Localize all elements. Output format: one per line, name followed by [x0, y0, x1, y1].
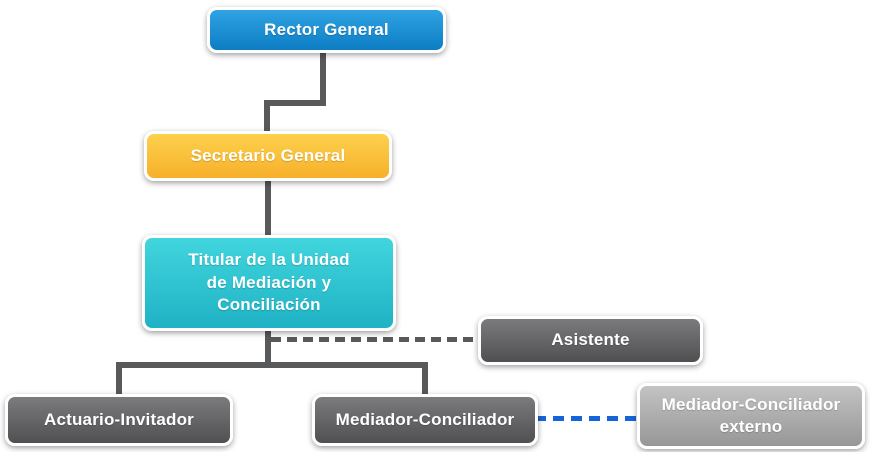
node-asistente-label: Asistente	[551, 330, 630, 350]
node-mediador-conciliador-externo-label: Mediador-Conciliador externo	[661, 394, 841, 436]
node-secretario-general: Secretario General	[144, 131, 392, 181]
node-titular-unidad-mediacion: Titular de la Unidad de Mediación y Conc…	[142, 235, 396, 331]
connector-dashed-asistente	[271, 337, 478, 342]
node-titular-unidad-mediacion-label: Titular de la Unidad de Mediación y Conc…	[188, 250, 350, 315]
connector-drop-mediador	[422, 362, 428, 397]
connector-drop-actuario	[116, 362, 122, 397]
connector-titular-junction	[265, 328, 271, 368]
node-mediador-conciliador-label: Mediador-Conciliador	[335, 409, 515, 429]
node-rector-general: Rector General	[207, 7, 446, 53]
connector-junction-horizontal	[116, 362, 428, 368]
node-actuario-invitador: Actuario-Invitador	[5, 394, 233, 446]
node-asistente: Asistente	[478, 316, 703, 365]
connector-rector-vertical	[320, 50, 326, 106]
node-rector-general-label: Rector General	[264, 19, 389, 39]
node-mediador-conciliador: Mediador-Conciliador	[312, 394, 538, 446]
connector-dashed-externo	[535, 416, 640, 421]
node-mediador-conciliador-externo: Mediador-Conciliador externo	[637, 383, 865, 449]
connector-secretario-vertical	[264, 100, 270, 134]
node-actuario-invitador-label: Actuario-Invitador	[43, 409, 194, 429]
connector-rector-elbow	[264, 100, 326, 106]
node-secretario-general-label: Secretario General	[190, 145, 346, 165]
connector-secretario-titular	[265, 178, 271, 238]
